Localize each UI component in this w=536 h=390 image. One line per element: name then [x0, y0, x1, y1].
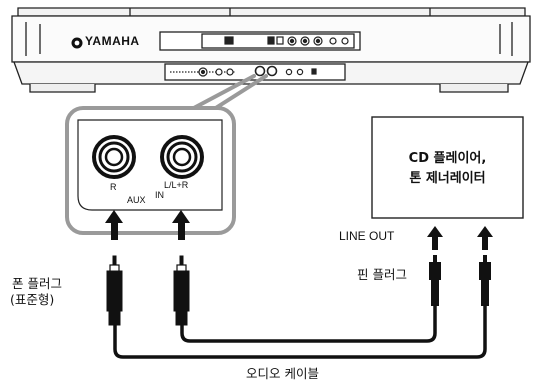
jack-r-label: R	[110, 182, 117, 192]
aux-in-jack-l	[160, 135, 204, 179]
device-title-line1: CD 플레이어,	[408, 151, 487, 166]
phone-plug-label-line2: (표준형)	[10, 292, 55, 307]
lower-connector-row	[198, 65, 317, 77]
keyboard-rear-panel	[11, 7, 531, 93]
aux-in-jack-r	[92, 135, 136, 179]
in-label: IN	[155, 190, 164, 200]
audio-cables	[113, 306, 487, 359]
yamaha-logo-icon	[71, 37, 83, 49]
pin-plug-label: 핀 플러그	[357, 267, 407, 282]
phone-plug-label-line1: 폰 플러그	[12, 276, 62, 291]
aux-label: AUX	[127, 195, 146, 205]
audio-cable-label: 오디오 케이블	[246, 366, 319, 381]
device-title-line2: 톤 제너레이터	[409, 171, 486, 186]
pin-plug-right	[479, 255, 491, 306]
line-out-label: LINE OUT	[339, 229, 395, 243]
jack-l-label: L/L+R	[164, 180, 189, 190]
cd-player-box	[371, 116, 524, 219]
upper-connector-row	[224, 36, 349, 46]
aux-in-callout	[65, 106, 236, 235]
phone-plug-right	[173, 255, 190, 326]
signal-arrows	[105, 210, 493, 250]
yamaha-logo-text: YAMAHA	[85, 34, 140, 48]
pin-plug-left	[429, 255, 441, 306]
phone-plug-left	[106, 255, 123, 326]
